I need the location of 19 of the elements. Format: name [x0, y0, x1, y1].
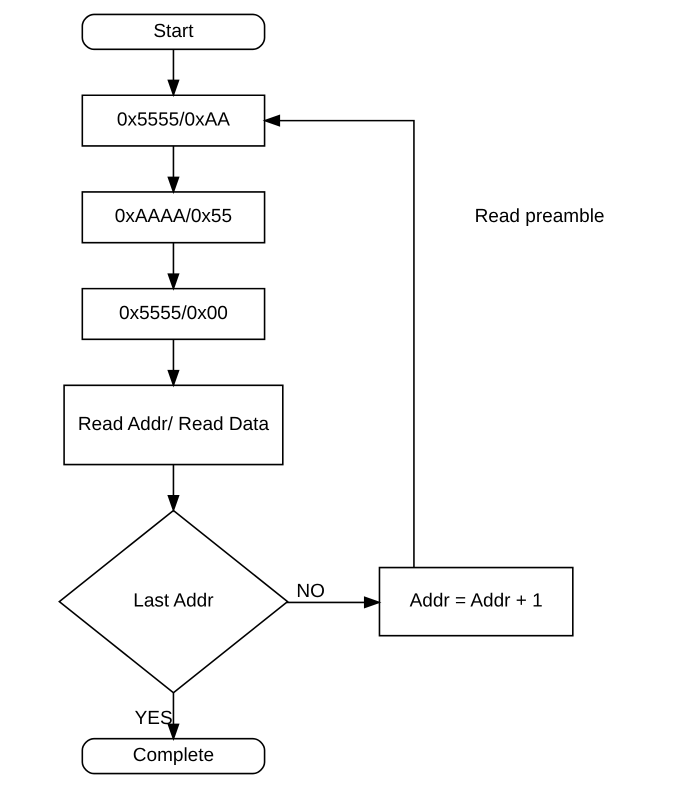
node-box: Start	[81, 14, 265, 50]
node-box: Complete	[81, 738, 265, 774]
arrow	[166, 146, 180, 194]
arrow	[166, 49, 180, 98]
node-diamond: Last Addr	[58, 509, 288, 694]
arrow	[166, 242, 180, 291]
edge-label: NO	[296, 581, 324, 602]
arrow	[286, 596, 381, 609]
edge-label: YES	[134, 708, 172, 729]
node-box: Read Addr/ Read Data	[62, 384, 284, 466]
arrow	[166, 464, 180, 512]
node-box: Addr = Addr + 1	[378, 566, 574, 636]
arrow	[166, 692, 180, 742]
arrow	[166, 340, 180, 388]
label: Read preamble	[474, 206, 604, 228]
node-box: 0x5555/0x00	[81, 288, 265, 340]
arrow	[262, 114, 414, 568]
node-box: 0xAAAA/0x55	[81, 191, 265, 244]
node-box: 0x5555/0xAA	[81, 94, 265, 147]
